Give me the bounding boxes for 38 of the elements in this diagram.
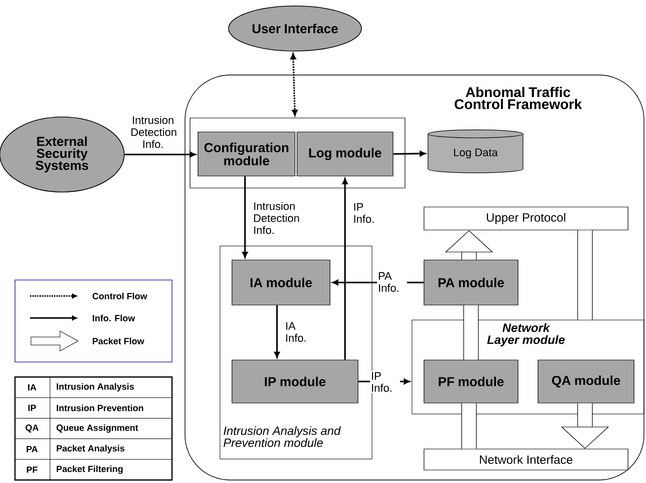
table-cell: Queue Assignment xyxy=(56,424,138,433)
arrow xyxy=(393,150,426,156)
arrow xyxy=(242,176,248,258)
table-cell: Intrusion Analysis xyxy=(56,383,134,392)
packet-flow-line xyxy=(463,305,479,360)
module-box: IP module xyxy=(232,360,358,404)
arrow xyxy=(342,178,348,360)
database-cylinder: Log Data xyxy=(428,130,524,174)
module-box: PA module xyxy=(424,260,518,306)
legend-label: Packet Flow xyxy=(92,338,144,344)
module-box: QA module xyxy=(538,360,634,404)
ellipse-node: User Interface xyxy=(228,6,362,52)
packet-flow-line xyxy=(577,230,593,320)
module-box: IA module xyxy=(232,260,330,306)
table-cell: Intrusion Prevention xyxy=(56,404,144,412)
edge-label: PA Info. xyxy=(377,271,407,293)
edge-label: IP Info. xyxy=(352,202,382,224)
legend-label: Control Flow xyxy=(92,292,148,300)
module-box: PF module xyxy=(424,360,518,404)
table-cell: PA xyxy=(26,446,38,452)
edge-label: IP Info. xyxy=(370,371,400,393)
edge-label: Intrusion Detection Info. xyxy=(252,200,300,236)
legend-label: Info. Flow xyxy=(92,314,136,322)
table-cell: PF xyxy=(26,466,38,473)
control-flow-arrow xyxy=(290,53,298,116)
table-cell: Packet Filtering xyxy=(56,466,123,474)
module-box: Configuration module xyxy=(198,132,296,176)
table-cell: QA xyxy=(26,424,38,433)
table-cell: IP xyxy=(28,404,36,411)
edge-label: IA Info. xyxy=(284,321,314,343)
arrow xyxy=(274,305,280,358)
table-cell: Packet Analysis xyxy=(56,444,124,454)
container-box xyxy=(190,118,406,188)
table-cell: IA xyxy=(28,384,36,390)
module-box: Log module xyxy=(296,132,394,176)
arrow xyxy=(124,152,196,158)
packet-flow-line xyxy=(461,403,477,449)
edge-label: Intrusion Detection Info. xyxy=(130,114,176,150)
